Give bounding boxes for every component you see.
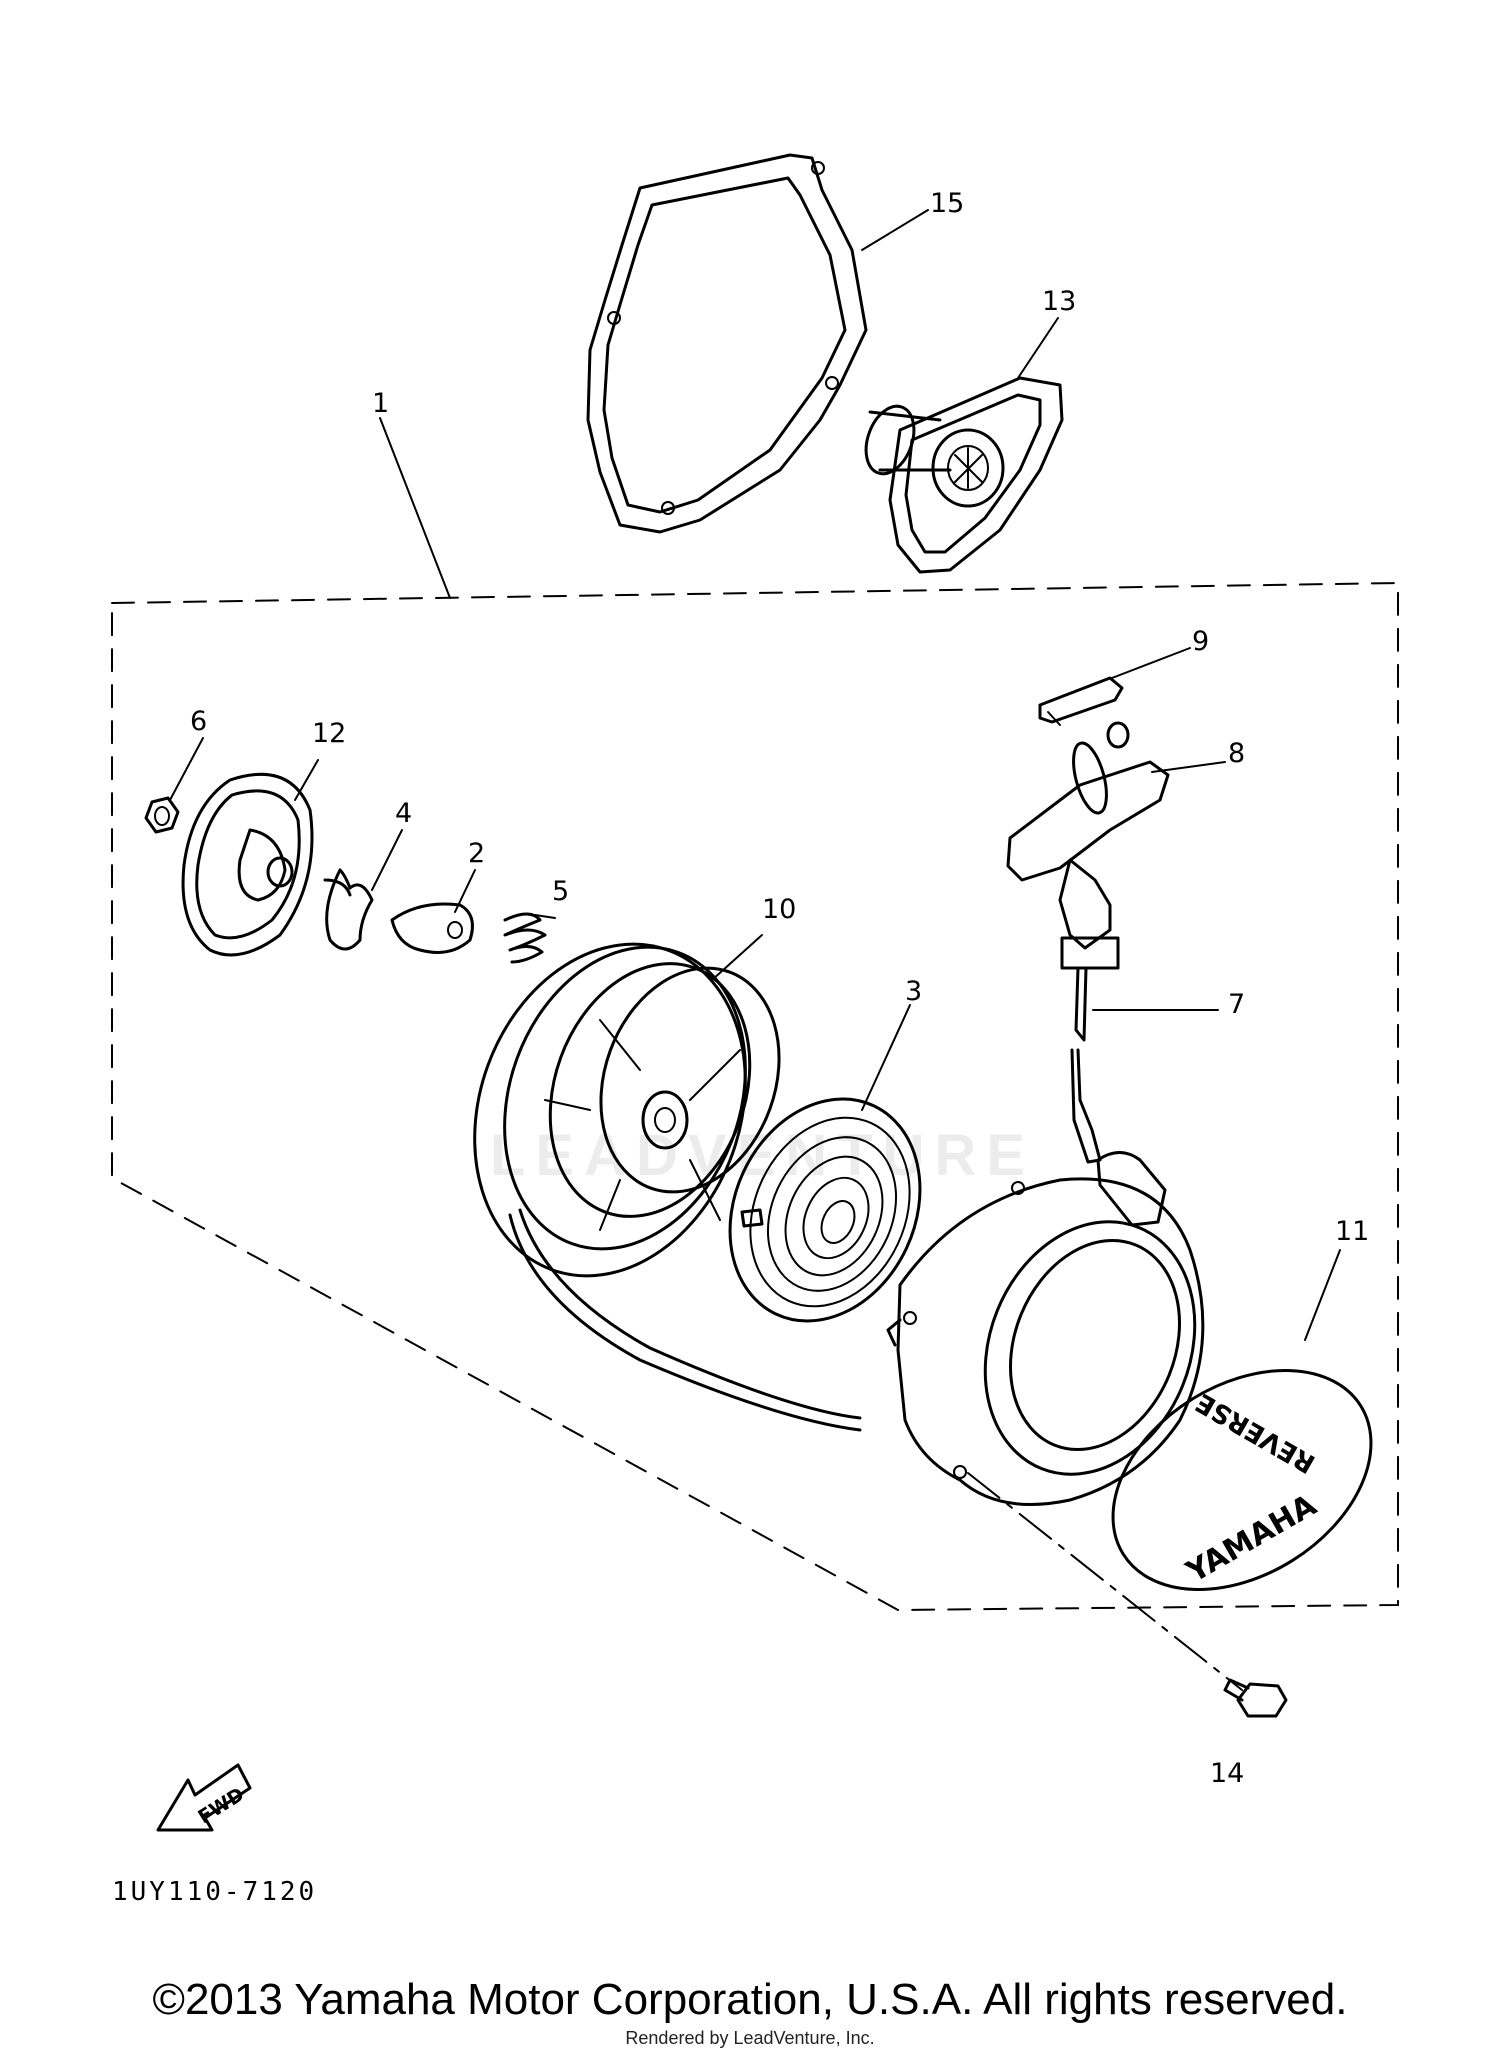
part-4-clip[interactable] xyxy=(323,868,374,951)
part-8-starter-handle[interactable] xyxy=(1006,721,1170,970)
callout-1[interactable]: 1 xyxy=(372,388,389,419)
callout-9[interactable]: 9 xyxy=(1192,626,1209,657)
callout-15[interactable]: 15 xyxy=(930,188,964,219)
callout-3[interactable]: 3 xyxy=(905,976,922,1007)
starter-case[interactable] xyxy=(886,1151,1231,1506)
callout-13[interactable]: 13 xyxy=(1042,286,1076,317)
callout-11[interactable]: 11 xyxy=(1335,1216,1369,1247)
part-9-handle-cap[interactable] xyxy=(1038,676,1124,726)
callout-14[interactable]: 14 xyxy=(1210,1758,1244,1789)
part-12-cover-plate[interactable] xyxy=(181,772,314,957)
callout-2[interactable]: 2 xyxy=(468,838,485,869)
part-3-recoil-spring[interactable] xyxy=(695,1068,955,1353)
leader-lines xyxy=(169,209,1341,1691)
part-15-gasket[interactable] xyxy=(586,153,868,534)
part-5-spring[interactable] xyxy=(503,912,547,964)
callout-numbers: 15 13 1 9 8 6 12 4 2 5 10 3 7 11 14 xyxy=(190,188,1369,1789)
callout-7[interactable]: 7 xyxy=(1228,989,1245,1020)
callout-5[interactable]: 5 xyxy=(552,876,569,907)
part-14-bolt[interactable] xyxy=(1223,1678,1288,1718)
emblem-brand-text: YAMAHA xyxy=(1180,1487,1323,1590)
fwd-arrow: FWD xyxy=(156,1763,252,1832)
callout-8[interactable]: 8 xyxy=(1228,738,1245,769)
diagram-code: 1UY110-7120 xyxy=(112,1877,317,1907)
assembly-boundary xyxy=(111,581,1399,1612)
parts-diagram: LEADVENTURE xyxy=(111,153,1411,1907)
callout-4[interactable]: 4 xyxy=(395,798,412,829)
part-11-emblem[interactable]: REVERSE YAMAHA xyxy=(1073,1325,1411,1635)
part-6-nut[interactable] xyxy=(144,796,180,834)
copyright-notice: ©2013 Yamaha Motor Corporation, U.S.A. A… xyxy=(152,1975,1348,2024)
part-2-pawl[interactable] xyxy=(390,902,474,954)
part-13-drive-plate[interactable] xyxy=(857,376,1064,574)
part-10-rope-reel[interactable] xyxy=(430,906,810,1314)
callout-10[interactable]: 10 xyxy=(762,894,796,925)
emblem-reverse-text: REVERSE xyxy=(1191,1387,1320,1479)
rendered-by-credit: Rendered by LeadVenture, Inc. xyxy=(625,2028,875,2048)
callout-12[interactable]: 12 xyxy=(312,718,346,749)
callout-6[interactable]: 6 xyxy=(190,706,207,737)
